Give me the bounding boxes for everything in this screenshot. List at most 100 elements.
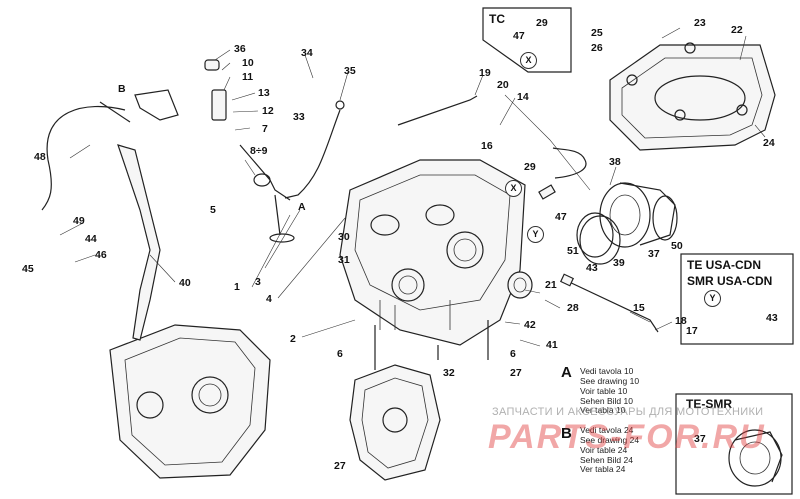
note-a-line-2: See drawing 10 <box>580 375 640 386</box>
tesmr-flange <box>728 429 783 487</box>
ref-42: 42 <box>524 319 536 331</box>
ref-46: 46 <box>95 249 107 261</box>
ref-41: 41 <box>546 339 558 351</box>
intake-manifold <box>576 182 678 258</box>
temp-sensor-wire <box>552 147 587 179</box>
note-a-lines: Vedi tavola 10 See drawing 10 Voir table… <box>580 366 640 416</box>
o-ring <box>579 215 621 265</box>
oil-pipe <box>284 109 341 199</box>
camshaft <box>564 279 659 333</box>
ref-25: 25 <box>591 27 603 39</box>
usa-box-title-1: TE USA-CDN <box>687 258 761 272</box>
ref-14: 14 <box>517 91 529 103</box>
ref-20: 20 <box>497 79 509 91</box>
note-b-line-3: Voir table 24 <box>580 444 628 455</box>
ref-29-main: 29 <box>524 161 536 173</box>
ref-13: 13 <box>258 87 270 99</box>
studs <box>374 320 489 370</box>
ref-30: 30 <box>338 231 350 243</box>
ref-36: 36 <box>234 43 246 55</box>
ref-6-right: 6 <box>510 348 516 360</box>
ref-1: 1 <box>234 281 240 293</box>
breather-tube <box>397 95 478 126</box>
ref-34: 34 <box>301 47 313 59</box>
ref-15: 15 <box>633 302 645 314</box>
usa-box-frame <box>680 253 794 345</box>
ref-7: 7 <box>262 123 268 135</box>
note-b-letter: B <box>561 425 572 442</box>
tc-x-marker: X <box>520 52 537 69</box>
ref-4: 4 <box>266 293 272 305</box>
ref-11: 11 <box>242 71 254 83</box>
ref-33: 33 <box>293 111 305 123</box>
ref-35: 35 <box>344 65 356 77</box>
ref-26: 26 <box>591 42 603 54</box>
x-marker-main: X <box>505 180 522 197</box>
ref-5: 5 <box>210 204 216 216</box>
ref-23: 23 <box>694 17 706 29</box>
ref-16: 16 <box>481 140 493 152</box>
ref-19: 19 <box>479 67 491 79</box>
note-a-line-1: Vedi tavola 10 <box>580 366 634 376</box>
ref-12: 12 <box>262 105 274 117</box>
arrow-a-label: A <box>298 201 306 213</box>
ref-28: 28 <box>567 302 579 314</box>
bracket-b <box>134 89 179 121</box>
note-b-line-5: Ver tabla 24 <box>580 464 626 475</box>
ref-32: 32 <box>443 367 455 379</box>
note-a-line-5: Ver tabla 10 <box>580 405 626 416</box>
decompression-cable <box>41 105 126 211</box>
watermark-logo: PARTS-FOR.RU <box>488 418 766 456</box>
ref-21: 21 <box>545 279 557 291</box>
valve-assembly <box>204 59 295 243</box>
ref-2: 2 <box>290 333 296 345</box>
note-a-letter: A <box>561 364 572 381</box>
note-b-lines: Vedi tavola 24 See drawing 24 Voir table… <box>580 425 640 475</box>
ref-6-left: 6 <box>337 348 343 360</box>
ref-18: 18 <box>675 315 687 327</box>
watermark-text: ЗАПЧАСТИ И АКСЕССУАРЫ ДЛЯ МОТОТЕХНИКИ <box>492 406 764 418</box>
chain-guide <box>117 144 161 341</box>
ref-24: 24 <box>763 137 775 149</box>
ref-3: 3 <box>255 276 261 288</box>
y-marker-main: Y <box>527 226 544 243</box>
usa-ref-43: 43 <box>766 312 778 324</box>
ref-39: 39 <box>613 257 625 269</box>
ref-17: 17 <box>686 325 698 337</box>
tesmr-ref-37: 37 <box>694 433 706 445</box>
ref-37-main: 37 <box>648 248 660 260</box>
tesmr-box-title: TE-SMR <box>686 397 732 411</box>
usa-y-marker: Y <box>704 290 721 307</box>
usa-box-title-2: SMR USA-CDN <box>687 274 773 288</box>
tc-ref-47: 47 <box>513 30 525 42</box>
tesmr-box-frame <box>675 393 793 495</box>
note-b-line-2: See drawing 24 <box>580 434 640 445</box>
ref-47-main: 47 <box>555 211 567 223</box>
valve-cover <box>609 42 776 151</box>
ref-31: 31 <box>338 254 350 266</box>
crankcase-section <box>349 364 441 481</box>
ref-49: 49 <box>73 215 85 227</box>
leader-lines <box>59 27 766 347</box>
bracket-b-label: B <box>118 83 126 95</box>
ref-27-bottom: 27 <box>334 460 346 472</box>
ref-27-mid: 27 <box>510 367 522 379</box>
ref-50: 50 <box>671 240 683 252</box>
ref-40: 40 <box>179 277 191 289</box>
note-b-line-4: Sehen Bild 24 <box>580 454 633 465</box>
note-a-line-4: Sehen Bild 10 <box>580 395 633 406</box>
roller <box>507 271 533 299</box>
tc-box-frame <box>482 7 572 73</box>
ref-48: 48 <box>34 151 46 163</box>
cylinder-head <box>339 159 526 346</box>
tc-box-title: TC <box>489 12 505 26</box>
note-a-line-3: Voir table 10 <box>580 385 628 396</box>
tc-ref-29: 29 <box>536 17 548 29</box>
note-b-line-1: Vedi tavola 24 <box>580 425 634 435</box>
ref-8-9: 8÷9 <box>250 145 268 157</box>
ref-38: 38 <box>609 156 621 168</box>
ref-10: 10 <box>242 57 254 69</box>
ref-43-main: 43 <box>586 262 598 274</box>
ref-22: 22 <box>731 24 743 36</box>
